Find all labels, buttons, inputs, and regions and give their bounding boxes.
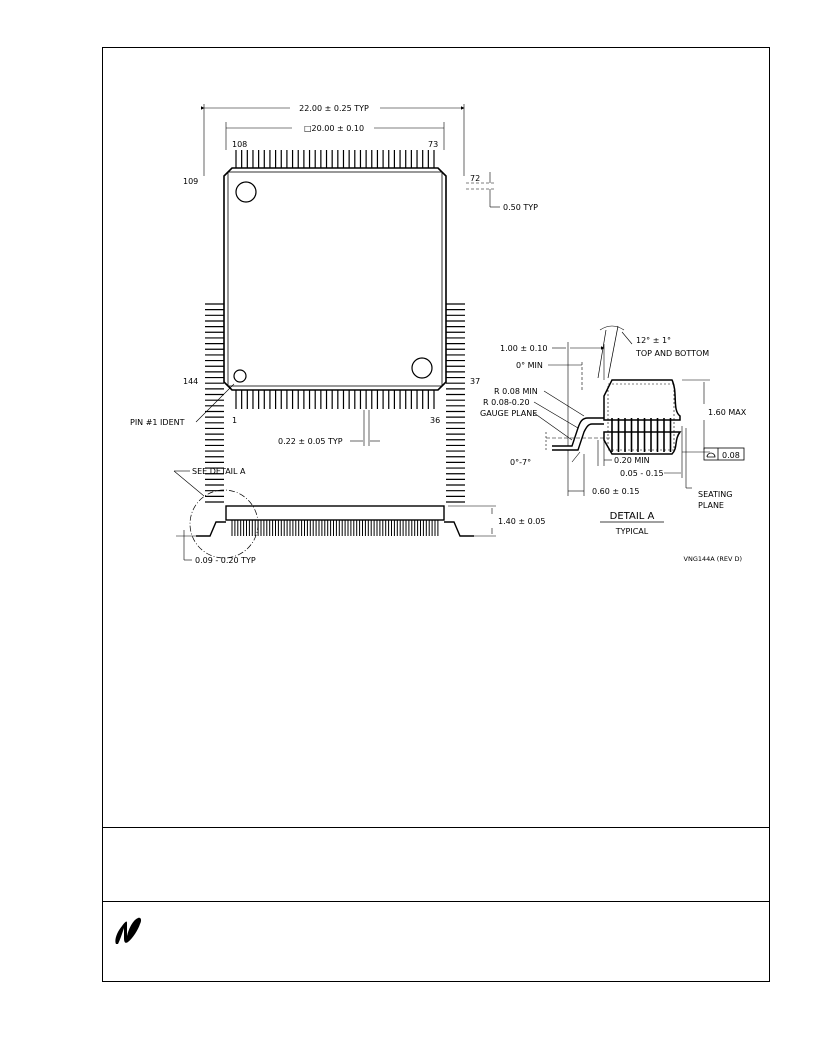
pin1-ident-mark xyxy=(233,369,247,383)
lead-width-label: 0.22 ± 0.05 TYP xyxy=(278,437,343,446)
pin-108-label: 108 xyxy=(232,140,247,149)
body-dimension-label: □20.00 ± 0.10 xyxy=(304,124,364,133)
min-angle-label: 0° MIN xyxy=(516,361,543,370)
see-detail-label: SEE DETAIL A xyxy=(192,467,246,476)
coplanarity-label: 0.08 xyxy=(722,451,740,460)
lead-thickness-label: 0.09 - 0.20 TYP xyxy=(195,556,256,565)
top-view xyxy=(195,104,500,503)
side-view xyxy=(173,470,496,561)
pin1-ident-label: PIN #1 IDENT xyxy=(130,418,185,427)
lead-length-label: 1.00 ± 0.10 xyxy=(500,344,547,353)
mold-mark-bottom-right xyxy=(411,357,433,379)
pitch-label: 0.50 TYP xyxy=(503,203,538,212)
footer-divider-top xyxy=(102,827,770,828)
seating-label: SEATING xyxy=(698,490,732,499)
leads-right xyxy=(446,303,465,503)
overall-dimension-label: 22.00 ± 0.25 TYP xyxy=(299,104,369,113)
detail-a-subtitle: TYPICAL xyxy=(615,527,649,536)
leads-bottom xyxy=(235,390,435,409)
lead-angle-note: TOP AND BOTTOM xyxy=(635,349,709,358)
top-view-labels: 22.00 ± 0.25 TYP □20.00 ± 0.10 108 73 10… xyxy=(130,104,538,446)
side-view-labels: SEE DETAIL A 1.40 ± 0.05 0.09 - 0.20 TYP xyxy=(192,467,545,565)
page-frame xyxy=(102,47,770,982)
side-leads xyxy=(231,520,439,536)
drawing-number: VNG144A (REV D) xyxy=(684,555,742,563)
package-body xyxy=(223,167,447,391)
body-height-label: 1.40 ± 0.05 xyxy=(498,517,545,526)
lead-angle-label: 12° ± 1° xyxy=(636,336,671,345)
detail-a-labels: 12° ± 1° TOP AND BOTTOM 1.00 ± 0.10 0° M… xyxy=(480,336,747,536)
leads-left xyxy=(205,303,224,503)
footer-divider-bottom xyxy=(102,901,770,902)
min-length-label: 0.20 MIN xyxy=(614,456,650,465)
foot-angle-label: 0°-7° xyxy=(510,458,531,467)
radius-range-label: R 0.08-0.20 xyxy=(483,398,530,407)
pin-37-label: 37 xyxy=(470,377,480,386)
detail-lead-stripes xyxy=(611,418,672,452)
pin-73-label: 73 xyxy=(428,140,438,149)
pin-144-label: 144 xyxy=(183,377,198,386)
pin-36-label: 36 xyxy=(430,416,440,425)
foot-length-label: 0.60 ± 0.15 xyxy=(592,487,639,496)
detail-a-title: DETAIL A xyxy=(610,511,655,522)
standoff-label: 0.05 - 0.15 xyxy=(620,469,664,478)
gauge-plane-label: GAUGE PLANE xyxy=(480,409,537,418)
detail-a-view xyxy=(533,325,745,523)
pin-72-label: 72 xyxy=(470,174,480,183)
max-height-label: 1.60 MAX xyxy=(708,408,747,417)
pin-1-label: 1 xyxy=(232,416,237,425)
plane-label: PLANE xyxy=(698,501,724,510)
company-logo-icon xyxy=(115,917,142,944)
pin-109-label: 109 xyxy=(183,177,198,186)
mold-mark-top-left xyxy=(235,181,257,203)
leads-top xyxy=(235,150,435,168)
radius-min-label: R 0.08 MIN xyxy=(494,387,538,396)
